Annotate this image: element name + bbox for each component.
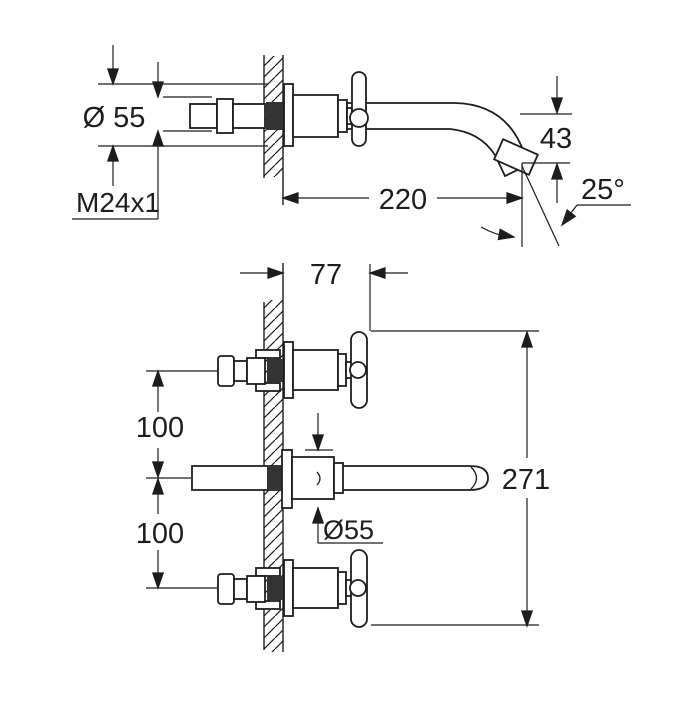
inlet-cap [217,355,235,387]
inlet-body [246,357,266,385]
spout-escutcheon-detail [316,471,321,486]
valve-top [217,331,368,409]
mount-tab [255,600,281,610]
angle-reference-line [521,165,560,247]
wall-pass-through-fill [266,102,283,130]
dim-label-upper-spacing: 100 [136,412,184,444]
valve-escutcheon-flange [283,341,294,399]
handle-hub-circle [349,579,367,597]
valve-bottom [217,549,368,628]
valve-escutcheon-flange [283,559,294,617]
inlet-pipe [232,103,266,129]
dim-label-outlet-height: 43 [540,123,572,155]
escutcheon-body [292,94,339,138]
wall-pass-through-fill-top [267,359,283,382]
aerator [492,138,540,176]
inlet-pipe [233,360,248,382]
spout-escutcheon-nut [333,462,344,494]
inlet-body [246,575,266,603]
valve-escutcheon-body [292,349,339,391]
dim-handle-projection: 77 [240,259,408,331]
dim-outlet-height: 43 [520,76,572,203]
dim-overall-width: 271 [371,330,550,627]
mount-tab [255,349,281,359]
dim-handle-spacing: 100 100 [136,370,217,589]
inlet-cap [217,573,235,605]
dim-label-spout-angle: 25° [581,174,625,206]
dim-spout-angle: 25° [480,165,631,247]
spout-escutcheon-flange [281,449,293,509]
escutcheon-ring [337,99,348,133]
valve-ring [337,353,347,387]
valve-ring [337,571,347,605]
wall-pass-through-fill-spout [267,467,283,489]
thread-nipple [189,103,218,129]
union-nut [216,98,234,134]
dim-escutcheon-diameter-side: Ø 55 [83,45,268,186]
spout-tip-arc [470,466,478,490]
valve-escutcheon-body [292,567,339,609]
mount-tab [255,567,281,577]
escutcheon-side [283,83,348,147]
handle-hub-circle [349,361,367,379]
spout-escutcheon-body [291,456,335,500]
dim-label-handle-projection: 77 [310,259,342,291]
inlet-connection-side [189,98,266,134]
dim-label-escutcheon-diameter-side: Ø 55 [83,102,146,134]
spout-side [346,102,540,178]
side-view: Ø 55 M24x1 220 [72,45,631,247]
inlet-pipe [233,578,248,600]
dim-label-escutcheon-diameter-plan: Ø55 [323,515,374,545]
dim-label-overall-width: 271 [502,464,550,496]
dim-thread-size: M24x1 [72,62,212,220]
dim-label-spout-projection: 220 [379,184,427,216]
handle-hub-circle [349,108,369,128]
dim-label-thread-size: M24x1 [76,187,160,218]
wall-pass-through-fill-bottom [267,577,283,600]
wall-section-side [263,55,284,205]
spout-plan [191,449,489,509]
escutcheon-flange [283,83,294,147]
mount-tab [255,382,281,392]
dim-label-lower-spacing: 100 [136,518,184,550]
dim-escutcheon-diameter-plan: Ø55 [305,413,383,545]
plan-view: 77 100 100 Ø55 [136,259,550,652]
handle-side [346,71,369,147]
dim-spout-projection: 220 [282,163,523,247]
